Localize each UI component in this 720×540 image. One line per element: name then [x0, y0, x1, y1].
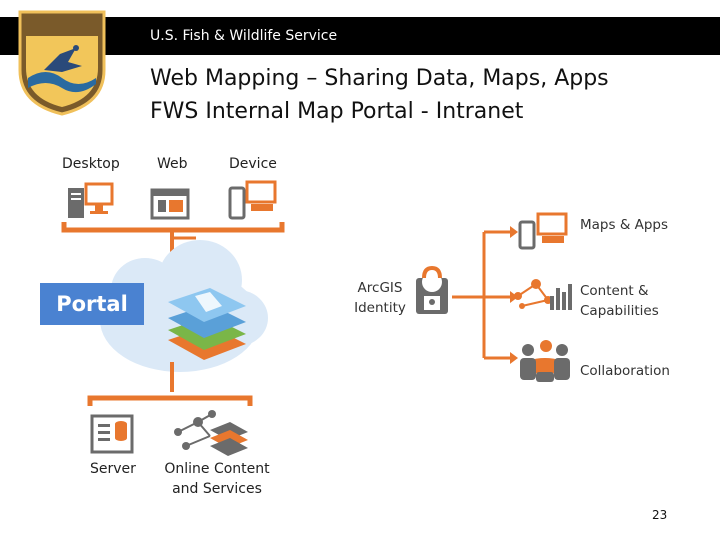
desktop-icon: [68, 184, 112, 218]
arcgis-identity-label-line2: Identity: [352, 298, 408, 318]
maps-apps-label: Maps & Apps: [580, 215, 668, 235]
page-number: 23: [652, 508, 667, 522]
server-label: Server: [90, 461, 136, 477]
online-content-label-line2: and Services: [164, 481, 270, 497]
arcgis-identity-icon: [416, 268, 448, 314]
device-icon: [230, 182, 275, 218]
portal-label: Portal: [40, 283, 144, 325]
collaboration-label: Collaboration: [580, 361, 670, 381]
content-capabilities-icon: [514, 279, 572, 310]
arcgis-identity-label-line1: ArcGIS: [352, 278, 408, 298]
collaboration-icon: [520, 340, 570, 382]
content-capabilities-label-line1: Content &: [580, 281, 649, 301]
content-capabilities-label-line2: Capabilities: [580, 301, 659, 321]
web-icon: [152, 190, 188, 218]
maps-apps-icon: [520, 214, 566, 248]
online-content-icon: [174, 410, 248, 456]
server-icon: [92, 416, 132, 452]
online-content-label-line1: Online Content: [164, 461, 270, 477]
